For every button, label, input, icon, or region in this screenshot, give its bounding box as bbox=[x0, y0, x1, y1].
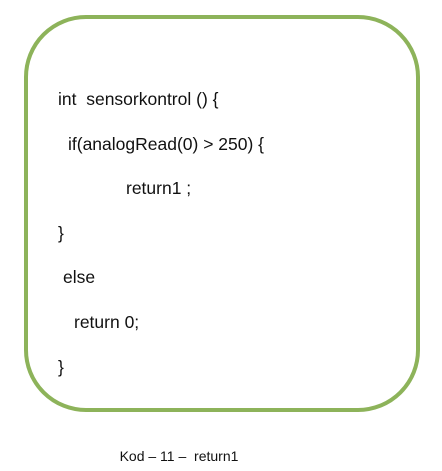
code-line-else: else bbox=[63, 267, 96, 287]
figure-caption: Kod – 11 – return1 bbox=[119, 448, 239, 464]
code-line-closing-brace-function: } bbox=[58, 357, 64, 377]
code-line-return-zero: return 0; bbox=[74, 312, 140, 332]
code-line-if-condition: if(analogRead(0) > 250) { bbox=[68, 134, 265, 154]
code-line-return-one: return1 ; bbox=[126, 178, 192, 198]
code-line-function-signature: int sensorkontrol () { bbox=[58, 89, 219, 109]
code-box bbox=[24, 15, 420, 412]
code-line-closing-brace-if: } bbox=[58, 223, 64, 243]
